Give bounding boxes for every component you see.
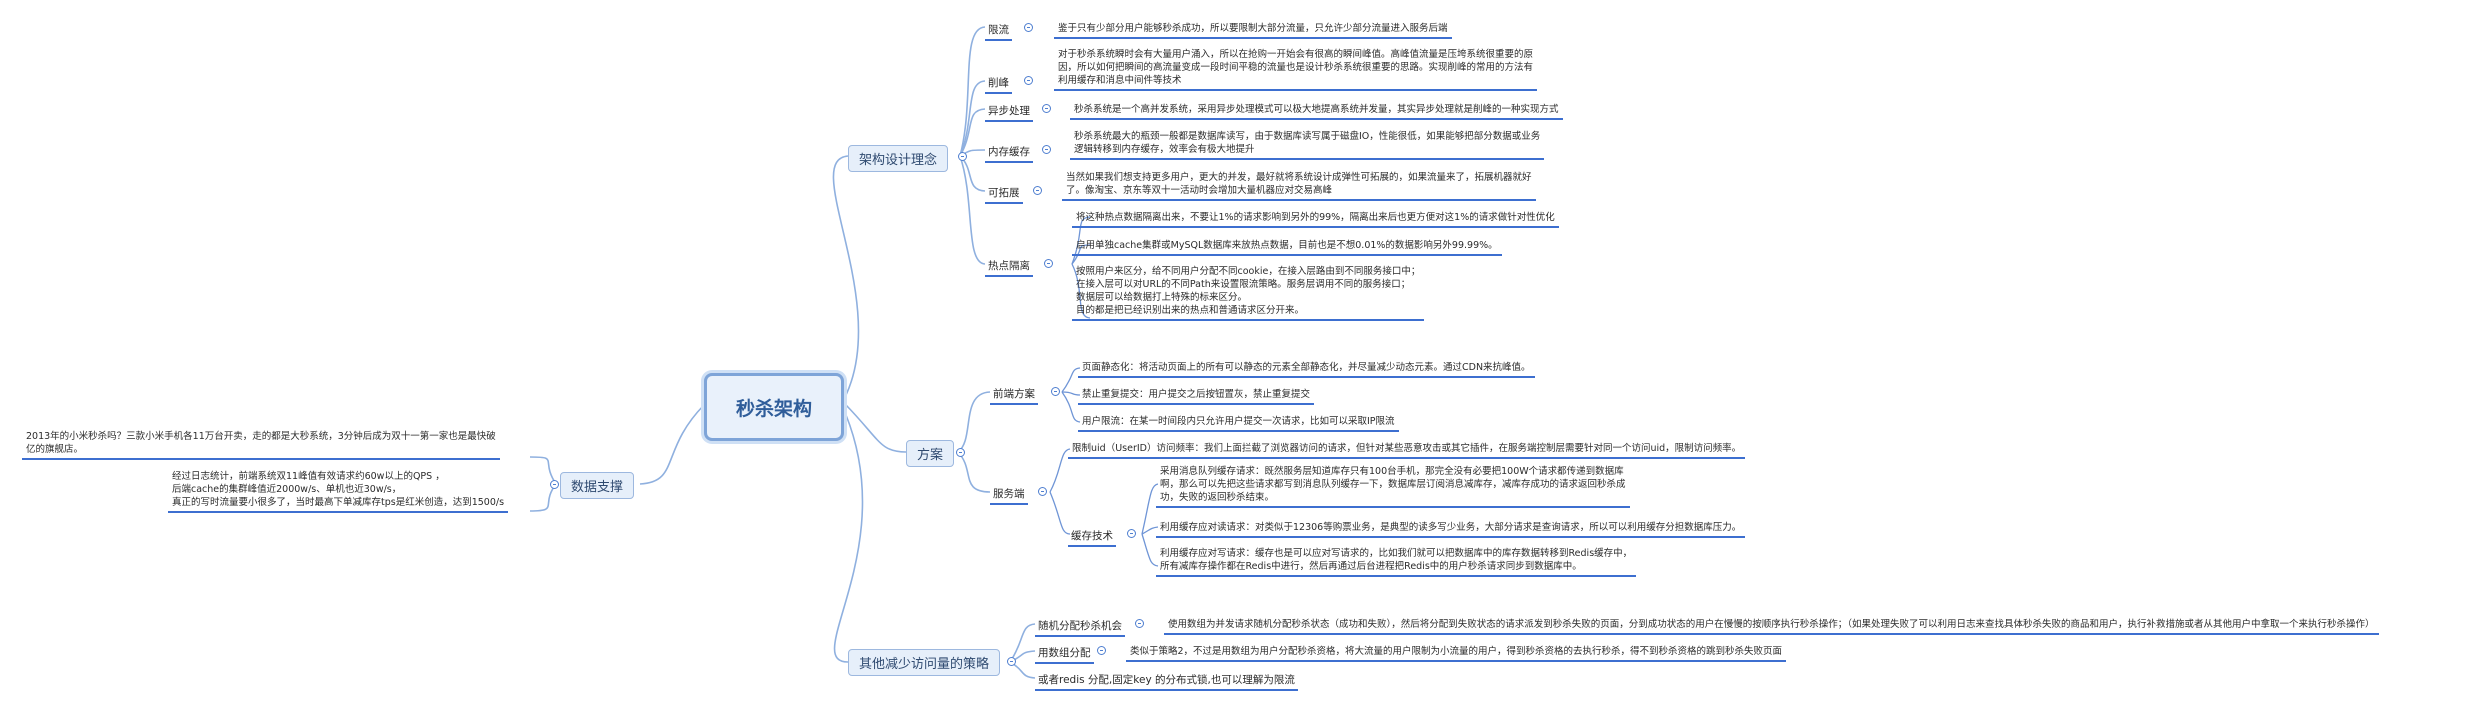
scalable-desc[interactable]: 当然如果我们想支持更多用户，更大的并发，最好就将系统设计成弹性可拓展的，如果流量… (1062, 171, 1536, 201)
collapse-icon[interactable] (958, 152, 967, 161)
topic-server-side[interactable]: 服务端 (990, 486, 1028, 505)
topic-hotspot-isolation[interactable]: 热点隔离 (985, 258, 1033, 277)
cache-read[interactable]: 利用缓存应对读请求：对类似于12306等购票业务，是典型的读多写少业务，大部分请… (1156, 521, 1746, 538)
topic-async[interactable]: 异步处理 (985, 103, 1033, 122)
collapse-icon[interactable] (956, 448, 965, 457)
topic-redis-lock[interactable]: 或者redis 分配,固定key 的分布式锁,也可以理解为限流 (1035, 672, 1298, 691)
cache-write[interactable]: 利用缓存应对写请求：缓存也是可以应对写请求的，比如我们就可以把数据库中的库存数据… (1156, 547, 1637, 577)
array-assign-desc[interactable]: 类似于策略2，不过是用数组为用户分配秒杀资格，将大流量的用户限制为小流量的用户，… (1126, 645, 1787, 662)
collapse-icon[interactable] (1097, 646, 1106, 655)
topic-cache-tech[interactable]: 缓存技术 (1068, 528, 1116, 547)
hotspot-desc-2[interactable]: 启用单独cache集群或MySQL数据库来放热点数据，目前也是不想0.01%的数… (1072, 239, 1502, 256)
hotspot-desc-1[interactable]: 将这种热点数据隔离出来，不要让1%的请求影响到另外的99%，隔离出来后也更方便对… (1072, 211, 1559, 228)
collapse-icon[interactable] (1007, 657, 1016, 666)
collapse-icon[interactable] (1038, 487, 1047, 496)
topic-frontend-plan[interactable]: 前端方案 (990, 386, 1038, 405)
branch-data-support[interactable]: 数据支撑 (560, 472, 635, 499)
rate-limit-desc[interactable]: 鉴于只有少部分用户能够秒杀成功，所以要限制大部分流量，只允许少部分流量进入服务后… (1054, 22, 1452, 39)
peak-shaving-desc[interactable]: 对于秒杀系统瞬时会有大量用户涌入，所以在抢购一开始会有很高的瞬间峰值。高峰值流量… (1054, 48, 1538, 91)
cache-queue[interactable]: 采用消息队列缓存请求：既然服务层知道库存只有100台手机，那完全没有必要把100… (1156, 465, 1630, 508)
topic-array-assign[interactable]: 用数组分配 (1035, 645, 1094, 664)
frontend-user-limit[interactable]: 用户限流：在某一时间段内只允许用户提交一次请求，比如可以采取IP限流 (1078, 415, 1399, 432)
root-topic[interactable]: 秒杀架构 (704, 373, 844, 441)
data-note-xiaomi[interactable]: 2013年的小米秒杀吗？三款小米手机各11万台开卖，走的都是大秒系统，3分钟后成… (22, 430, 500, 460)
data-note-stats[interactable]: 经过日志统计，前端系统双11峰值有效请求约60w以上的QPS ， 后端cache… (168, 470, 509, 513)
collapse-icon[interactable] (1044, 259, 1053, 268)
branch-solution[interactable]: 方案 (906, 440, 955, 467)
collapse-icon[interactable] (1024, 76, 1033, 85)
server-uid-limit[interactable]: 限制uid（UserID）访问频率：我们上面拦截了浏览器访问的请求，但针对某些恶… (1068, 442, 1746, 459)
branch-reduce-traffic[interactable]: 其他减少访问量的策略 (848, 649, 1001, 676)
collapse-icon[interactable] (1135, 619, 1144, 628)
memory-cache-desc[interactable]: 秒杀系统最大的瓶颈一般都是数据库读写，由于数据库读写属于磁盘IO，性能很低，如果… (1070, 130, 1545, 160)
topic-scalable[interactable]: 可拓展 (985, 185, 1023, 204)
collapse-icon[interactable] (1033, 186, 1042, 195)
random-assign-desc[interactable]: 使用数组为并发请求随机分配秒杀状态（成功和失败），然后将分配到失败状态的请求派发… (1164, 618, 2379, 635)
hotspot-desc-3[interactable]: 按照用户来区分，给不同用户分配不同cookie，在接入层路由到不同服务接口中； … (1072, 265, 1425, 321)
collapse-icon[interactable] (550, 480, 559, 489)
branch-architecture-design[interactable]: 架构设计理念 (848, 145, 949, 172)
collapse-icon[interactable] (1024, 23, 1033, 32)
topic-rate-limit[interactable]: 限流 (985, 22, 1012, 41)
collapse-icon[interactable] (1051, 387, 1060, 396)
topic-memory-cache[interactable]: 内存缓存 (985, 144, 1033, 163)
topic-peak-shaving[interactable]: 削峰 (985, 75, 1012, 94)
collapse-icon[interactable] (1127, 529, 1136, 538)
collapse-icon[interactable] (1042, 145, 1051, 154)
collapse-icon[interactable] (1042, 104, 1051, 113)
frontend-static[interactable]: 页面静态化：将活动页面上的所有可以静态的元素全部静态化，并尽量减少动态元素。通过… (1078, 361, 1535, 378)
async-desc[interactable]: 秒杀系统是一个高并发系统，采用异步处理模式可以极大地提高系统并发量，其实异步处理… (1070, 103, 1563, 120)
topic-random-assign[interactable]: 随机分配秒杀机会 (1035, 618, 1125, 637)
frontend-no-resubmit[interactable]: 禁止重复提交：用户提交之后按钮置灰，禁止重复提交 (1078, 388, 1315, 405)
